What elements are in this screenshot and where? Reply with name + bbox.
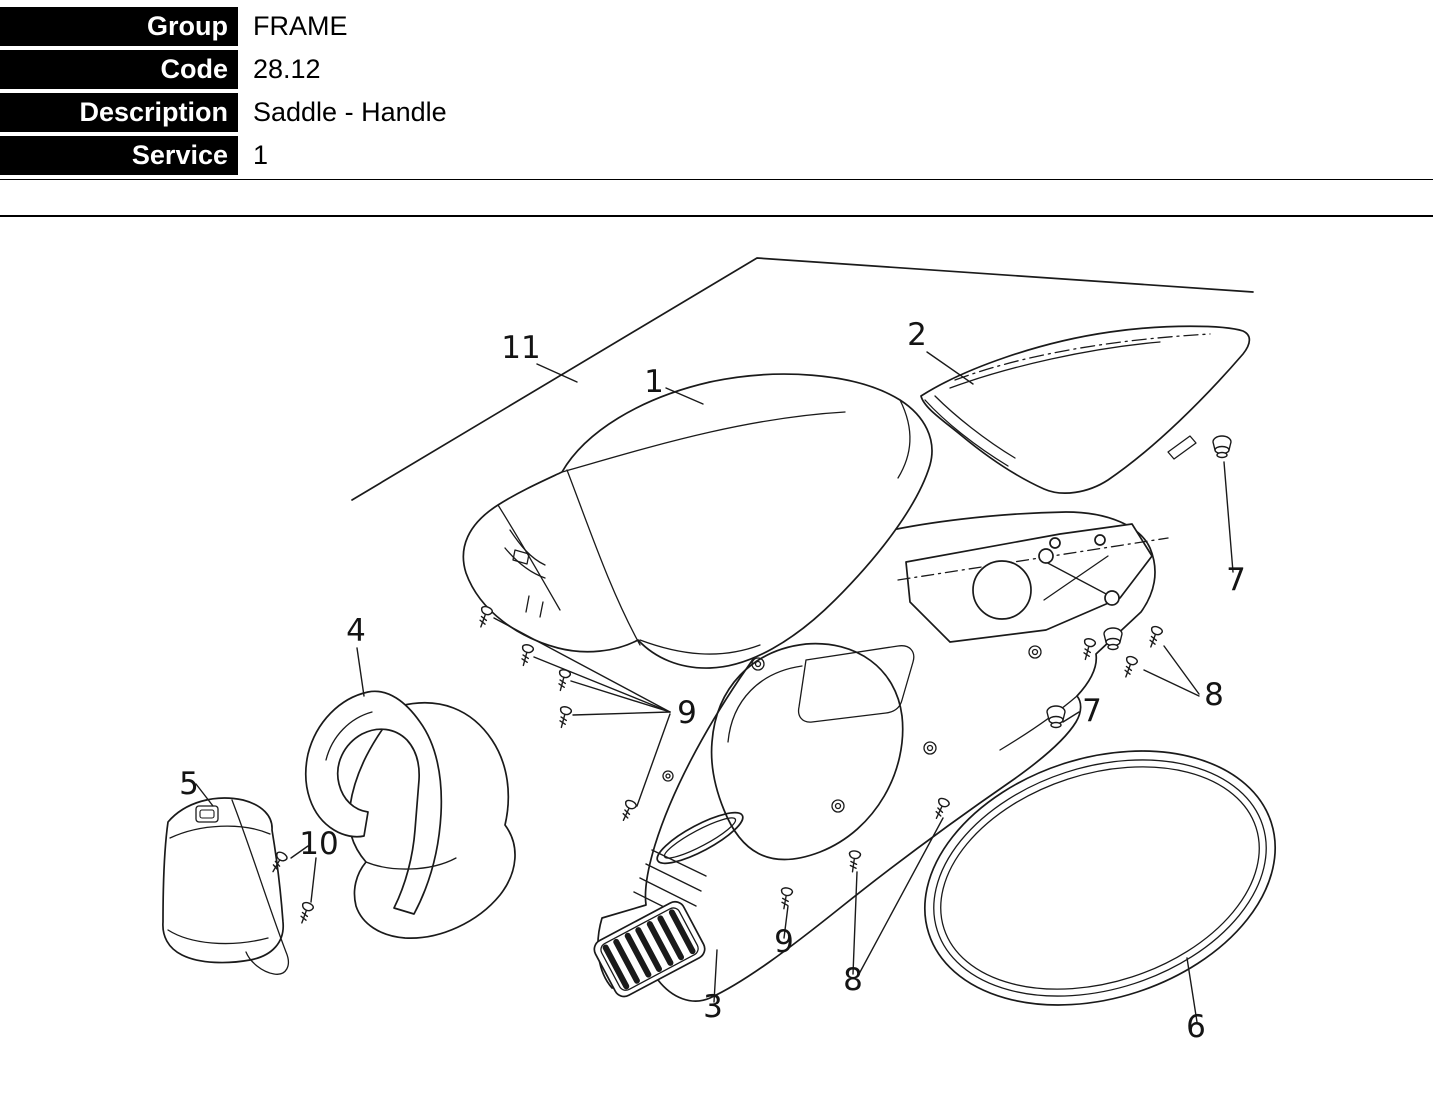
- vent-grille: [593, 900, 706, 998]
- underseat-body: [593, 511, 1169, 1002]
- code-value: 28.12: [242, 50, 1433, 89]
- callout-8-lower: 8: [843, 962, 863, 998]
- screw-bosses: [662, 645, 1042, 813]
- parts-header-table: Group FRAME Code 28.12 Description Saddl…: [0, 7, 1433, 179]
- callout-8-upper: 8: [1204, 677, 1224, 713]
- description-label: Description: [0, 93, 238, 132]
- callout-1: 1: [644, 364, 664, 400]
- header-row-description: Description Saddle - Handle: [0, 93, 1433, 132]
- group-label: Group: [0, 7, 238, 46]
- callout-9-left: 9: [677, 695, 697, 731]
- header-row-group: Group FRAME: [0, 7, 1433, 46]
- callout-3: 3: [703, 989, 723, 1025]
- group-value: FRAME: [242, 7, 1433, 46]
- callout-7-lower: 7: [1082, 693, 1102, 729]
- callout-4: 4: [346, 613, 366, 649]
- luggage-rack-plate: [897, 523, 1169, 643]
- callout-5: 5: [179, 766, 199, 802]
- section-divider: [0, 215, 1433, 217]
- callout-7-upper: 7: [1226, 562, 1246, 598]
- callout-2: 2: [907, 317, 927, 353]
- table-bottom-divider: [0, 179, 1433, 180]
- header-row-code: Code 28.12: [0, 50, 1433, 89]
- callout-10: 10: [299, 826, 338, 862]
- service-value: 1: [242, 136, 1433, 175]
- saddle: [462, 373, 933, 669]
- header-row-service: Service 1: [0, 136, 1433, 175]
- helmet-bucket: [710, 642, 915, 861]
- service-label: Service: [0, 136, 238, 175]
- callout-labels: 1 2 3 4 5 6 7 7 8 8 9 9 10 11: [179, 317, 1246, 1045]
- gasket-ring: [923, 750, 1277, 1006]
- rear-cowl: [920, 325, 1251, 494]
- code-label: Code: [0, 50, 238, 89]
- callout-9-lower: 9: [774, 924, 794, 960]
- callout-6: 6: [1186, 1009, 1206, 1045]
- callout-11: 11: [501, 330, 540, 366]
- leader-lines: [195, 351, 1234, 1023]
- description-value: Saddle - Handle: [242, 93, 1433, 132]
- hinge-bracket: [304, 690, 516, 939]
- frame-reference-line: [351, 257, 1254, 501]
- cover-box: [162, 797, 289, 975]
